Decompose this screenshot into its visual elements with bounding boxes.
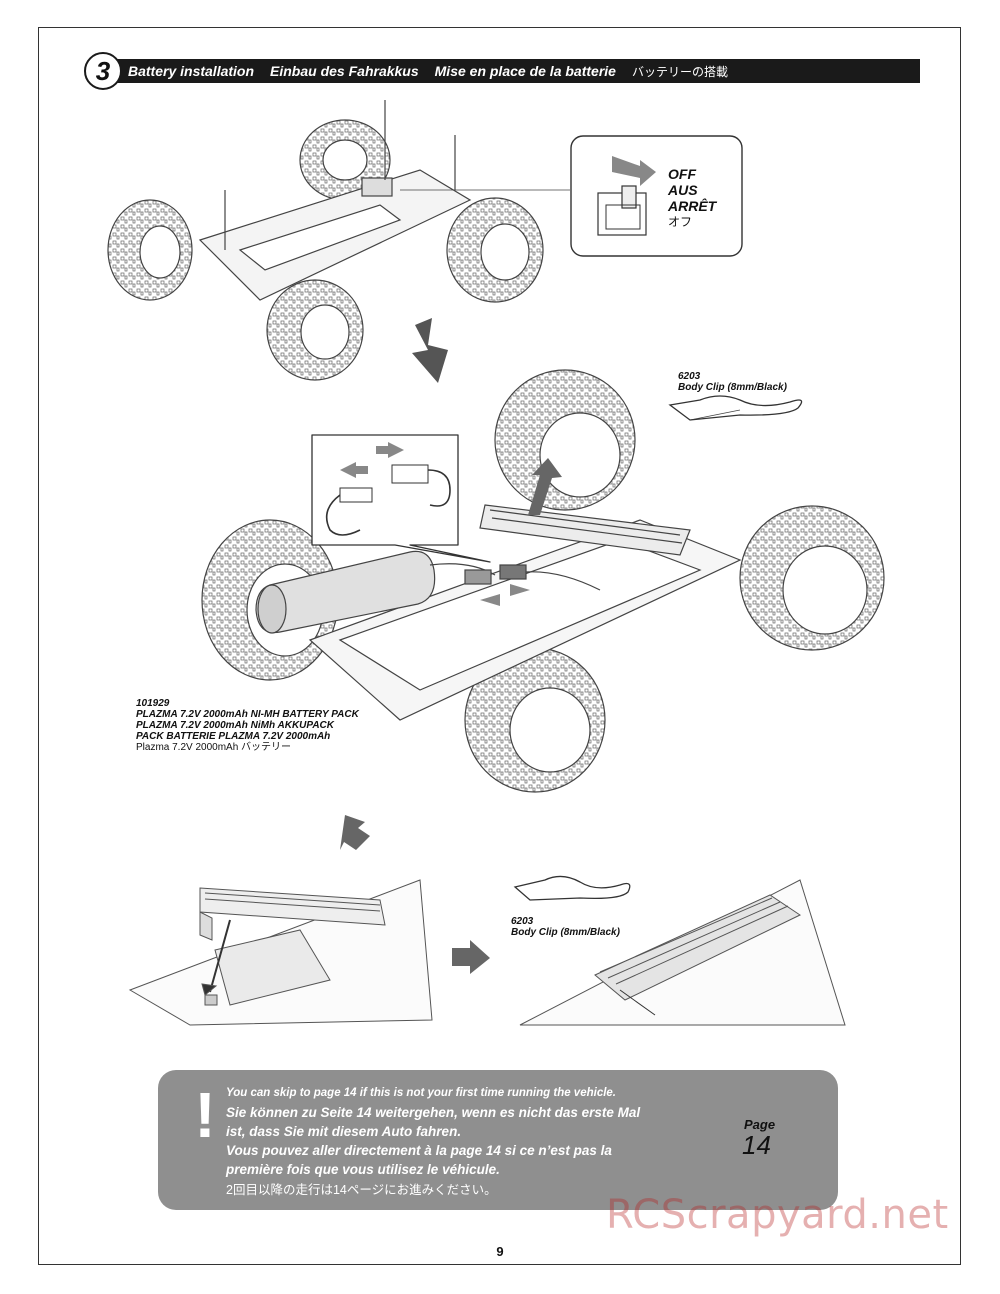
title-japanese: バッテリーの搭載 [631, 64, 728, 79]
skip-note-box [158, 1070, 838, 1210]
battery-connector [464, 569, 492, 585]
step-arrow-down-1 [412, 318, 448, 383]
body-clip-description: Body Clip (8mm/Black) [678, 382, 787, 393]
chassis-top-illustration [107, 100, 570, 381]
book-page-number[interactable]: 14 [742, 1130, 771, 1160]
page-number: 9 [496, 1244, 504, 1259]
connect-arrow-small-1 [480, 594, 500, 606]
switch-off-fr: ARRÊT [668, 198, 717, 214]
skip-note-text: You can skip to page 14 if this is not y… [226, 1084, 656, 1200]
switch-position-label: OFF AUS ARRÊT オフ [668, 166, 716, 230]
body-clip-part-number-2: 6203 [511, 916, 534, 927]
battery-pack [255, 550, 436, 634]
exclamation-icon: ! [194, 1079, 216, 1151]
strap-down-arrow [209, 919, 231, 993]
switch-off-de: AUS [668, 182, 698, 198]
note-english: You can skip to page 14 if this is not y… [226, 1087, 617, 1099]
title-german: Einbau des Fahrakkus [270, 63, 419, 79]
step-header-bar [100, 59, 920, 83]
body-clip-installed [513, 875, 631, 901]
battery-part-number: 101929 [136, 698, 170, 709]
body-clip-part-number: 6203 [678, 371, 701, 382]
step-title: Battery installation Einbau des Fahrakku… [128, 62, 728, 80]
book-page-label: Page [744, 1117, 776, 1132]
connector-callout [311, 434, 491, 563]
watermark: RCScrapyard.net [606, 1192, 949, 1238]
body-clip-label-bottom: 6203 Body Clip (8mm/Black) [511, 916, 620, 938]
detail-strap-closing [128, 879, 433, 1026]
battery-name-de: PLAZMA 7.2V 2000mAh NiMh AKKUPACK [136, 720, 334, 731]
step-number-badge: 3 [84, 52, 122, 90]
title-french: Mise en place de la batterie [434, 63, 616, 79]
switch-slide-arrow [612, 156, 656, 186]
lift-arrow [528, 458, 562, 515]
esc-connector [499, 564, 527, 580]
switch-off-en: OFF [668, 166, 696, 182]
title-english: Battery installation [128, 63, 255, 79]
note-german: Sie können zu Seite 14 weitergehen, wenn… [226, 1105, 641, 1139]
body-clip-illustration [668, 395, 803, 421]
step-arrow-right [452, 940, 490, 974]
receiver-switch [361, 177, 393, 197]
battery-name-en: PLAZMA 7.2V 2000mAh NI-MH BATTERY PACK [136, 709, 359, 720]
connect-arrow-small-2 [510, 584, 530, 596]
note-french: Vous pouvez aller directement à la page … [226, 1143, 612, 1177]
body-clip-label-top: 6203 Body Clip (8mm/Black) [678, 371, 787, 393]
step-arrow-down-2 [340, 815, 370, 850]
battery-strap [199, 887, 386, 926]
switch-off-jp: オフ [668, 215, 693, 229]
connect-arrow-left [376, 442, 404, 458]
page-frame [38, 27, 961, 1265]
chassis-main-illustration [201, 369, 885, 793]
note-japanese: 2回目以降の走行は14ページにお進みください。 [226, 1183, 497, 1197]
body-clip-description-2: Body Clip (8mm/Black) [511, 927, 620, 938]
battery-label: 101929 PLAZMA 7.2V 2000mAh NI-MH BATTERY… [136, 698, 359, 753]
switch-callout [570, 135, 743, 257]
detail-strap-closed [513, 875, 846, 1026]
connect-arrow-right [340, 462, 368, 478]
battery-name-fr: PACK BATTERIE PLAZMA 7.2V 2000mAh [136, 731, 331, 742]
battery-name-jp: Plazma 7.2V 2000mAh バッテリー [136, 742, 292, 753]
